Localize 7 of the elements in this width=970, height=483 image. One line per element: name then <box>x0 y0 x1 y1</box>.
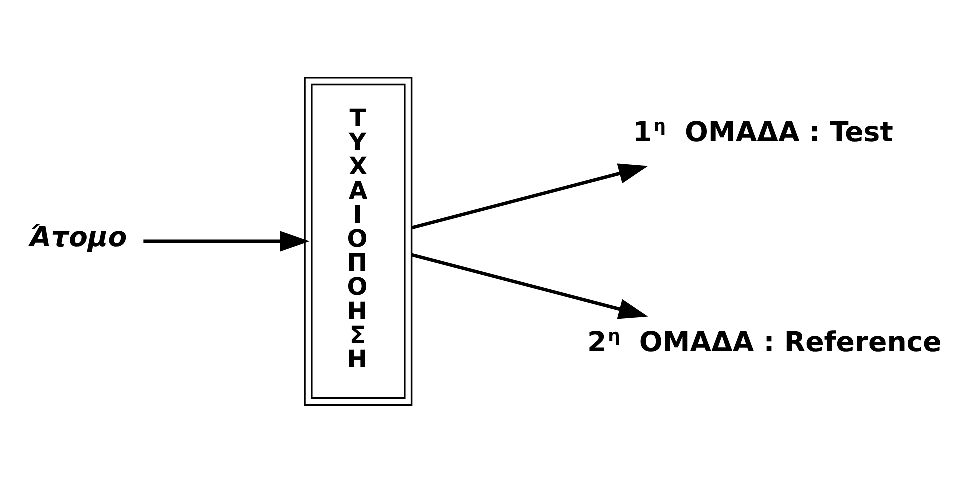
node-box: Τ Υ Χ Α Ι Ο Π Ο Η Σ Η <box>304 77 413 406</box>
node-text: 1$^{η}$ ΟΜΑΔΑ : Test <box>633 116 894 148</box>
arrow <box>411 253 648 320</box>
arrow <box>144 231 310 252</box>
arrow <box>411 164 648 230</box>
node-text: 2$^{η}$ ΟΜΑΔΑ : Reference <box>587 326 942 358</box>
node-text: Άτομο <box>29 221 128 254</box>
